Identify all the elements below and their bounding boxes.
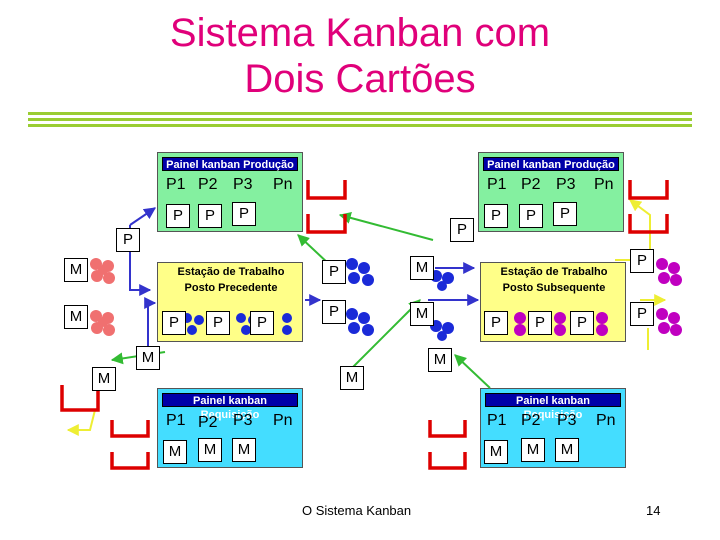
kanban-card: M — [92, 367, 116, 391]
station-label: Estação de Trabalho — [177, 266, 285, 278]
kanban-card: M — [410, 256, 434, 280]
slide-title: Sistema Kanban com Dois Cartões — [0, 10, 720, 102]
column-label: P1 — [166, 176, 186, 193]
kanban-card: P — [630, 249, 654, 273]
kanban-card: M — [232, 438, 256, 462]
column-label: P1 — [166, 412, 186, 429]
kanban-card: P — [232, 202, 256, 226]
kanban-card: M — [163, 440, 187, 464]
kanban-card: M — [428, 348, 452, 372]
kanban-card: P — [528, 311, 552, 335]
kanban-card: P — [484, 204, 508, 228]
kanban-card: P — [206, 311, 230, 335]
column-label: P3 — [233, 176, 253, 193]
title-line-1: Sistema Kanban com — [169, 11, 551, 55]
container-bins — [60, 180, 669, 470]
column-label: Pn — [596, 412, 616, 429]
divider-rule-2 — [28, 118, 692, 121]
kanban-card: P — [630, 302, 654, 326]
requisition-panel-right: Painel kanban Requisição P1 P2 P3 Pn M M… — [480, 388, 626, 468]
kanban-card: M — [484, 440, 508, 464]
kanban-card: M — [64, 305, 88, 329]
station-sublabel: Posto Precedente — [184, 282, 278, 294]
column-label: P3 — [557, 412, 577, 429]
kanban-card: P — [570, 311, 594, 335]
workstation-subsequent: Estação de Trabalho Posto Subsequente — [480, 262, 626, 342]
panel-header: Painel kanban Requisição — [485, 393, 621, 421]
kanban-card: P — [166, 204, 190, 228]
column-label: P2 — [198, 176, 218, 193]
kanban-card: P — [250, 311, 274, 335]
kanban-card: M — [555, 438, 579, 462]
kanban-card: P — [450, 218, 474, 242]
divider-rule-1 — [28, 112, 692, 115]
kanban-card: M — [136, 346, 160, 370]
column-label: P3 — [556, 176, 576, 193]
panel-header: Painel kanban Produção — [483, 157, 619, 171]
divider-rule-3 — [28, 124, 692, 127]
column-label: Pn — [594, 176, 614, 193]
panel-header: Painel kanban Produção — [162, 157, 298, 171]
column-label: Pn — [273, 412, 293, 429]
page-number: 14 — [646, 503, 661, 518]
column-label: Pn — [273, 176, 293, 193]
station-label: Estação de Trabalho — [500, 266, 608, 278]
kanban-card: M — [64, 258, 88, 282]
kanban-card: P — [322, 260, 346, 284]
panel-header: Painel kanban Requisição — [162, 393, 298, 421]
kanban-card: P — [484, 311, 508, 335]
kanban-card: M — [198, 438, 222, 462]
station-sublabel: Posto Subsequente — [502, 282, 606, 294]
column-label: P3 — [233, 412, 253, 429]
production-panel-left: Painel kanban Produção P1 P2 P3 Pn P P P — [157, 152, 303, 232]
kanban-card: M — [521, 438, 545, 462]
parts-pink-group-1 — [90, 258, 115, 284]
column-label: P2 — [521, 176, 541, 193]
kanban-card: M — [410, 302, 434, 326]
footer-caption: O Sistema Kanban — [302, 503, 412, 518]
kanban-card: P — [116, 228, 140, 252]
column-label: P1 — [487, 412, 507, 429]
parts-pink-group-2 — [90, 310, 115, 336]
kanban-card: P — [519, 204, 543, 228]
kanban-card: P — [162, 311, 186, 335]
title-line-2: Dois Cartões — [244, 57, 476, 101]
requisition-panel-left: Painel kanban Requisição P1 P2 P3 Pn M M… — [157, 388, 303, 468]
kanban-card: M — [340, 366, 364, 390]
parts-magenta — [514, 258, 682, 336]
kanban-card: P — [553, 202, 577, 226]
kanban-card: P — [322, 300, 346, 324]
kanban-card: P — [198, 204, 222, 228]
column-label: P2 — [521, 412, 541, 429]
production-panel-right: Painel kanban Produção P1 P2 P3 Pn P P P — [478, 152, 624, 232]
column-label: P2 — [198, 414, 218, 431]
column-label: P1 — [487, 176, 507, 193]
